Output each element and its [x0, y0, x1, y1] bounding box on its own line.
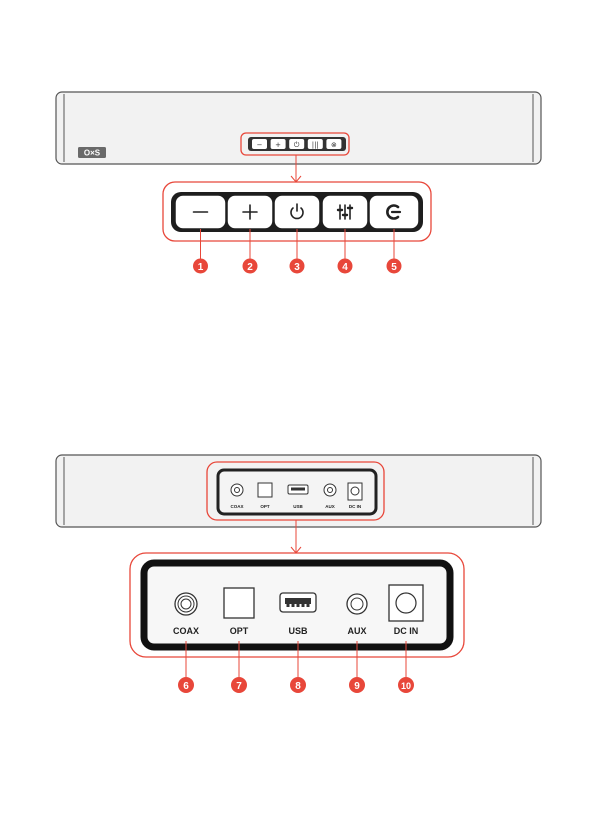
brand-logo: O×S — [78, 147, 106, 158]
svg-text:O×S: O×S — [84, 149, 101, 158]
button-power[interactable] — [274, 195, 320, 229]
small-button-glyph: + — [275, 141, 281, 149]
port-label: USB — [288, 626, 308, 636]
button-minus[interactable] — [175, 195, 226, 229]
callout-number: 2 — [247, 262, 253, 273]
small-button-5: ⊗ — [326, 139, 341, 149]
button-plus[interactable] — [227, 195, 273, 229]
callout-number: 10 — [401, 681, 411, 691]
port-panel-enlarged: COAX OPT USB AUX DC IN — [130, 553, 464, 657]
small-port-label: COAX — [230, 504, 243, 509]
bottom-soundbar: COAX OPT USB AUX DC IN — [56, 455, 541, 553]
small-button-group: − + ⏻ ||| ⊗ — [252, 139, 341, 149]
callout-number: 5 — [391, 262, 397, 273]
small-button-glyph: − — [257, 141, 263, 149]
callout-5: 5 — [387, 229, 402, 274]
callout-number: 9 — [354, 681, 360, 692]
equalizer-icon — [338, 205, 352, 219]
small-button-3: ⏻ — [289, 139, 304, 149]
callout-2: 2 — [243, 229, 258, 274]
small-button-glyph: ||| — [312, 141, 319, 149]
port-dc-in: DC IN — [389, 585, 423, 636]
callout-number: 8 — [295, 681, 301, 692]
callout-1: 1 — [193, 229, 208, 274]
port-label: AUX — [347, 626, 366, 636]
callout-number: 7 — [236, 681, 242, 692]
callout-4: 4 — [338, 229, 353, 274]
callout-3: 3 — [290, 229, 305, 274]
small-port-label: OPT — [260, 504, 270, 509]
small-button-glyph: ⊗ — [331, 141, 337, 149]
big-button-group — [175, 195, 419, 229]
button-source-input[interactable] — [369, 195, 419, 229]
small-port-label: USB — [293, 504, 303, 509]
callout-number: 6 — [183, 681, 189, 692]
button-equalizer[interactable] — [322, 195, 368, 229]
port-label: COAX — [173, 626, 199, 636]
soundbar-body — [56, 92, 541, 164]
port-label: OPT — [230, 626, 249, 636]
small-button-glyph: ⏻ — [294, 141, 300, 149]
small-button-1: − — [252, 139, 267, 149]
callout-number: 1 — [198, 262, 204, 273]
small-port-label: DC IN — [349, 504, 361, 509]
port-label: DC IN — [394, 626, 419, 636]
small-port-label: AUX — [325, 504, 335, 509]
callout-number: 3 — [294, 262, 300, 273]
small-button-4: ||| — [308, 139, 323, 149]
small-button-2: + — [271, 139, 286, 149]
small-port-dc-in: DC IN — [348, 483, 362, 509]
top-soundbar: O×S − + ⏻ ||| ⊗ — [56, 92, 541, 182]
top-callouts: 1 2 3 4 5 — [193, 229, 402, 274]
callout-number: 4 — [342, 262, 348, 273]
